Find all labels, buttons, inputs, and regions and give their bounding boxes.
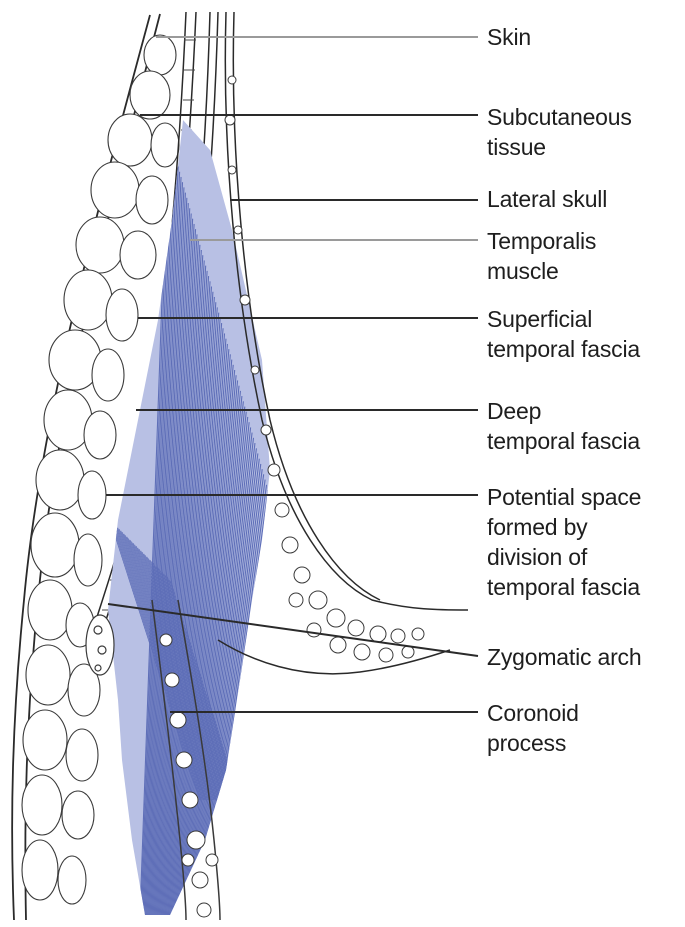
muscle-fiber bbox=[138, 549, 220, 801]
muscle-fiber bbox=[166, 270, 208, 915]
muscle-fiber bbox=[170, 291, 214, 915]
muscle-fiber bbox=[180, 338, 227, 915]
label-coronoid-process: Coronoid process bbox=[487, 700, 579, 756]
muscle-fiber bbox=[189, 385, 240, 915]
muscle-fiber bbox=[167, 276, 210, 915]
muscle-fiber bbox=[165, 265, 207, 915]
label-lateral-skull: Lateral skull bbox=[487, 186, 608, 212]
muscle-fiber bbox=[188, 380, 239, 915]
muscle-fiber bbox=[125, 535, 211, 801]
muscle-fiber bbox=[143, 553, 223, 801]
muscle-fiber bbox=[186, 369, 236, 915]
lateral-skull bbox=[217, 11, 469, 675]
label-potential-space: Potential space formed by division of te… bbox=[487, 484, 642, 600]
muscle-fiber bbox=[191, 396, 243, 915]
leader-zygomatic-arch bbox=[107, 603, 479, 657]
muscle-fiber bbox=[173, 307, 218, 915]
muscle-fiber bbox=[183, 354, 231, 915]
label-subcutaneous-tissue: Subcutaneous tissue bbox=[487, 104, 632, 160]
muscle-fiber bbox=[157, 567, 233, 801]
muscle-fiber bbox=[146, 556, 225, 801]
muscle-fiber bbox=[144, 156, 176, 915]
muscle-fiber bbox=[120, 530, 208, 801]
muscle-fiber bbox=[193, 406, 246, 915]
muscle-fiber bbox=[163, 255, 204, 915]
muscle-fiber bbox=[151, 561, 229, 801]
muscle-fiber bbox=[137, 547, 219, 801]
muscle-fiber bbox=[146, 166, 179, 915]
muscle-fiber bbox=[145, 555, 224, 801]
muscle-fiber bbox=[185, 364, 234, 915]
muscle-fiber bbox=[140, 550, 221, 801]
muscle-fiber bbox=[143, 150, 175, 915]
subcutaneous-tissue bbox=[21, 34, 180, 905]
muscle-fiber bbox=[181, 343, 228, 915]
muscle-fiber bbox=[195, 416, 249, 915]
muscle-fiber bbox=[163, 573, 237, 801]
muscle-fiber bbox=[158, 569, 234, 801]
muscle-fiber bbox=[190, 390, 242, 915]
muscle-fiber bbox=[153, 203, 189, 915]
muscle-fiber bbox=[182, 349, 230, 915]
muscle-fiber bbox=[150, 187, 185, 915]
muscle-fiber bbox=[154, 208, 191, 915]
muscle-fiber bbox=[161, 572, 236, 801]
muscle-fiber bbox=[148, 558, 227, 801]
muscle-fiber bbox=[179, 333, 226, 915]
muscle-fiber bbox=[171, 296, 215, 915]
muscle-fiber bbox=[164, 260, 205, 915]
muscle-fiber bbox=[176, 323, 223, 915]
muscle-fiber bbox=[178, 328, 224, 915]
muscle-fiber bbox=[151, 192, 186, 915]
skull-cancellous bbox=[224, 75, 425, 663]
muscle-fiber bbox=[156, 218, 194, 915]
muscle-fiber bbox=[141, 140, 172, 915]
zygomatic-arch bbox=[85, 614, 115, 676]
muscle-fiber bbox=[118, 529, 207, 801]
muscle-fiber bbox=[148, 176, 182, 915]
muscle-fiber bbox=[149, 182, 184, 915]
label-skin: Skin bbox=[487, 24, 531, 50]
muscle-fiber bbox=[157, 223, 195, 915]
muscle-fiber bbox=[187, 375, 237, 915]
muscle-fiber bbox=[196, 422, 250, 915]
muscle-fiber bbox=[131, 541, 215, 801]
coronoid-process bbox=[151, 599, 221, 921]
muscle-fiber bbox=[134, 544, 217, 801]
label-zygomatic-arch: Zygomatic arch bbox=[487, 644, 642, 670]
label-deep-temporal-fascia: Deep temporal fascia bbox=[487, 398, 640, 454]
muscle-fiber bbox=[160, 239, 199, 915]
muscle-fiber bbox=[129, 539, 214, 801]
muscle-fiber bbox=[172, 302, 217, 915]
muscle-fiber bbox=[184, 359, 233, 915]
muscle-fiber bbox=[161, 244, 201, 915]
muscle-fiber bbox=[145, 161, 178, 915]
muscle-fiber bbox=[121, 532, 209, 801]
muscle-fiber bbox=[158, 229, 197, 915]
muscle-fiber bbox=[123, 533, 210, 801]
muscle-fiber bbox=[149, 559, 228, 801]
muscle-fiber bbox=[160, 570, 235, 801]
muscle-fiber bbox=[197, 427, 252, 915]
muscle-fiber bbox=[147, 171, 181, 915]
muscle-fiber bbox=[142, 145, 173, 915]
muscle-fiber bbox=[159, 234, 198, 915]
muscle-fiber bbox=[152, 562, 230, 801]
muscle-fiber bbox=[132, 542, 216, 801]
leader-lines bbox=[106, 36, 479, 713]
label-temporalis-muscle: Temporalis muscle bbox=[487, 228, 597, 284]
muscle-fiber bbox=[126, 536, 212, 801]
muscle-fiber bbox=[155, 213, 192, 915]
muscle-fiber bbox=[128, 538, 213, 801]
label-superficial-temporal-fascia: Superficial temporal fascia bbox=[487, 306, 640, 362]
muscle-fiber bbox=[141, 552, 222, 801]
muscle-fiber bbox=[162, 249, 202, 915]
muscle-fiber bbox=[174, 312, 220, 915]
muscle-fiber bbox=[155, 566, 232, 801]
muscle-fiber bbox=[192, 401, 244, 915]
